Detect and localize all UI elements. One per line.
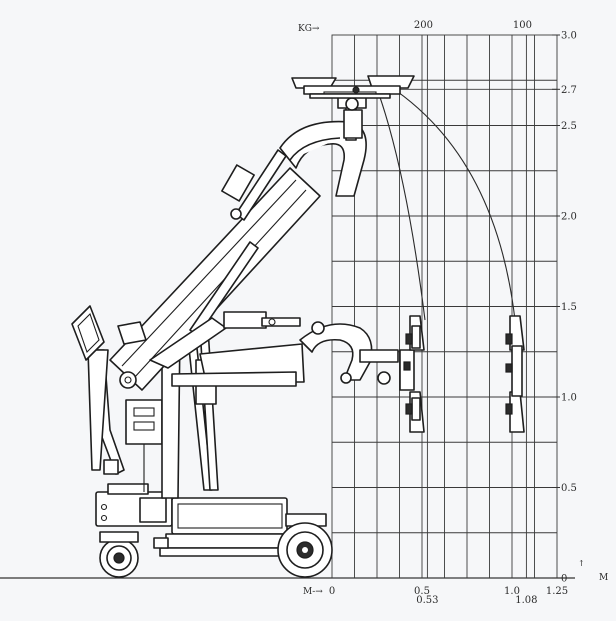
top-vacuum-head bbox=[291, 75, 415, 99]
rear-wheel bbox=[99, 531, 169, 578]
right-unit-label: M bbox=[599, 573, 608, 583]
axis-labels: KG→ ↑ M M-→ bbox=[298, 24, 608, 597]
bottom-tick-label: 1.25 bbox=[546, 586, 568, 597]
bottom-unit-label: M-→ bbox=[303, 587, 323, 597]
right-tick-label: 2.7 bbox=[561, 85, 577, 96]
control-box bbox=[125, 399, 163, 492]
right-tick-label: 1.0 bbox=[561, 393, 577, 404]
vacuum-pads-near bbox=[399, 315, 425, 433]
reach-arc-inner bbox=[372, 77, 426, 321]
reach-arc-outer bbox=[379, 79, 516, 321]
bottom-tick-label: 0.53 bbox=[416, 595, 438, 606]
right-tick-label: 1.5 bbox=[561, 302, 577, 313]
reach-grid bbox=[331, 34, 558, 579]
right-tick-label: 3.0 bbox=[561, 31, 577, 42]
front-wheel bbox=[277, 522, 333, 578]
right-tick-label: 0.5 bbox=[561, 483, 577, 494]
bottom-tick-label: 0 bbox=[329, 586, 335, 597]
top-load-label: 100 bbox=[513, 20, 532, 31]
right-tick-label: 0 bbox=[561, 574, 567, 585]
lower-boom bbox=[149, 311, 399, 387]
vacuum-lifter-machine bbox=[71, 75, 525, 578]
bottom-tick-label: 1.08 bbox=[515, 595, 537, 606]
vacuum-pads-far bbox=[505, 315, 525, 433]
tiller-handle bbox=[71, 305, 125, 475]
top-load-label: 200 bbox=[414, 20, 433, 31]
chassis bbox=[95, 483, 327, 557]
right-axis-arrow: ↑ bbox=[578, 559, 585, 568]
bottom-tick-label: 1.0 bbox=[504, 586, 520, 597]
main-boom bbox=[109, 167, 321, 391]
top-unit-label: KG→ bbox=[298, 24, 320, 34]
upper-arm-raised bbox=[221, 95, 367, 221]
right-tick-label: 2.0 bbox=[561, 212, 577, 223]
reach-arcs bbox=[372, 77, 516, 321]
right-tick-label: 2.5 bbox=[561, 121, 577, 132]
bottom-tick-label: 0.5 bbox=[414, 586, 430, 597]
